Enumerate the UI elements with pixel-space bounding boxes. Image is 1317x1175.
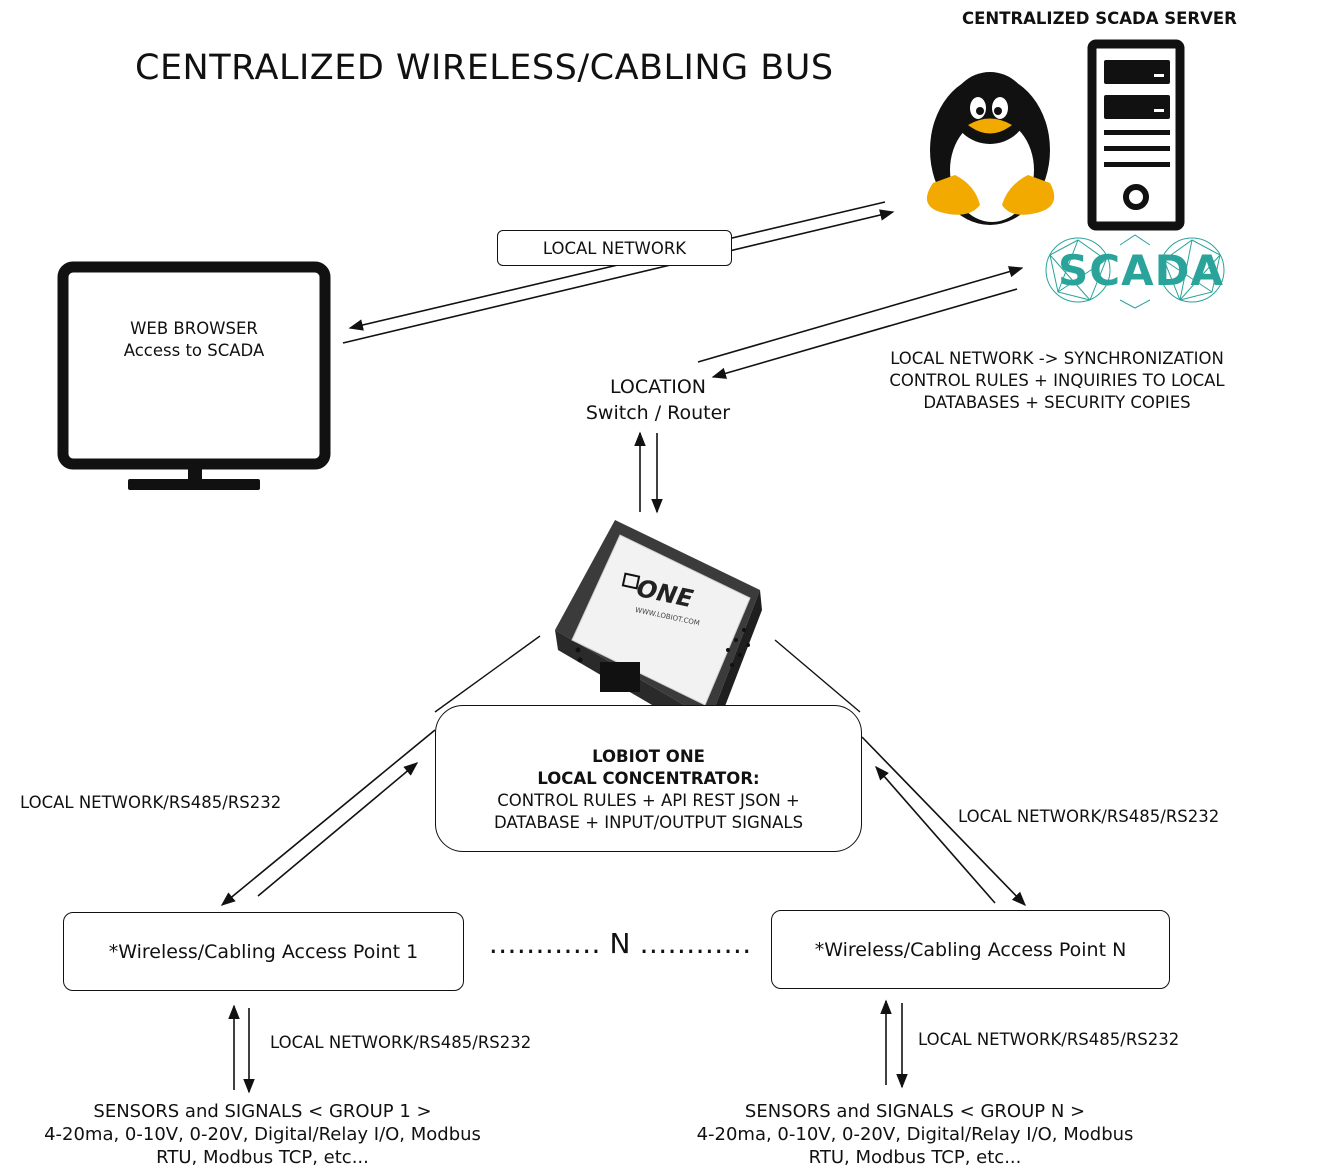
arrow-concentrator-to-ap1 [220, 729, 436, 906]
web-browser-label: WEB BROWSER Access to SCADA [75, 318, 313, 362]
right-link-label: LOCAL NETWORK/RS485/RS232 [958, 807, 1220, 826]
local-network-box: LOCAL NETWORK [497, 230, 732, 266]
arrow-server-to-router [711, 288, 1018, 379]
concentrator-line3: CONTROL RULES + API REST JSON + [497, 790, 800, 810]
linux-penguin-icon [926, 72, 1055, 225]
sensors-group-n-line2: 4-20ma, 0-10V, 0-20V, Digital/Relay I/O,… [696, 1124, 1134, 1145]
local-network-label: LOCAL NETWORK [542, 238, 687, 258]
sensors-group-1-line2: 4-20ma, 0-10V, 0-20V, Digital/Relay I/O,… [44, 1124, 481, 1145]
scada-logo-icon [1045, 234, 1225, 309]
scada-logo-text: SCADA [1058, 246, 1224, 295]
line-device-left [434, 635, 541, 713]
sync-link-label: LOCAL NETWORK -> SYNCHRONIZATION CONTROL… [848, 348, 1266, 414]
sensors-group-n-line3: RTU, Modbus TCP, etc... [808, 1147, 1022, 1168]
router-label: LOCATION Switch / Router [555, 374, 761, 426]
sensors-group-n-line1: SENSORS and SIGNALS < GROUP N > [744, 1101, 1086, 1122]
sync-link-line2: CONTROL RULES + INQUIRIES TO LOCAL [889, 371, 1225, 390]
apn-sensors-link-label: LOCAL NETWORK/RS485/RS232 [918, 1030, 1180, 1049]
line-device-right [774, 639, 861, 713]
lobiot-one-device-image [555, 520, 762, 740]
scada-server-label: CENTRALIZED SCADA SERVER [962, 9, 1237, 28]
ap1-sensors-link-label: LOCAL NETWORK/RS485/RS232 [270, 1033, 532, 1052]
access-points-ellipsis: ………… N ………… [485, 925, 755, 961]
sensors-group-1-line1: SENSORS and SIGNALS < GROUP 1 > [93, 1101, 432, 1122]
sensors-group-1: SENSORS and SIGNALS < GROUP 1 > 4-20ma, … [0, 1100, 525, 1169]
access-points-between: ………… N ………… [488, 926, 752, 960]
left-link-label: LOCAL NETWORK/RS485/RS232 [20, 793, 282, 812]
sensors-group-n: SENSORS and SIGNALS < GROUP N > 4-20ma, … [650, 1100, 1180, 1169]
arrow-concentrator-to-apn [861, 736, 1027, 907]
access-point-n: *Wireless/Cabling Access Point N [771, 910, 1170, 989]
concentrator-line1: LOBIOT ONE [592, 746, 705, 766]
web-browser-line2: Access to SCADA [123, 341, 265, 360]
diagram-title: CENTRALIZED WIRELESS/CABLING BUS [135, 48, 834, 88]
arrow-ap1-to-concentrator [257, 762, 419, 897]
router-line2: Switch / Router [585, 402, 731, 424]
access-point-n-label: *Wireless/Cabling Access Point N [814, 938, 1127, 961]
monitor-icon [57, 261, 331, 490]
sync-link-line1: LOCAL NETWORK -> SYNCHRONIZATION [890, 349, 1224, 368]
access-point-1: *Wireless/Cabling Access Point 1 [63, 912, 464, 991]
concentrator-box: LOBIOT ONE LOCAL CONCENTRATOR: CONTROL R… [435, 705, 862, 852]
concentrator-line2: LOCAL CONCENTRATOR: [537, 768, 760, 788]
sensors-group-1-line3: RTU, Modbus TCP, etc... [156, 1147, 369, 1168]
concentrator-line4: DATABASE + INPUT/OUTPUT SIGNALS [493, 812, 804, 832]
sync-link-line3: DATABASES + SECURITY COPIES [923, 393, 1191, 412]
arrow-apn-to-concentrator [875, 765, 996, 904]
access-point-1-label: *Wireless/Cabling Access Point 1 [108, 940, 419, 963]
arrow-router-to-server [697, 266, 1024, 363]
arrow-browser-to-server [342, 209, 895, 344]
web-browser-line1: WEB BROWSER [130, 319, 258, 338]
server-tower-icon [1087, 39, 1185, 231]
router-line1: LOCATION [609, 376, 707, 398]
